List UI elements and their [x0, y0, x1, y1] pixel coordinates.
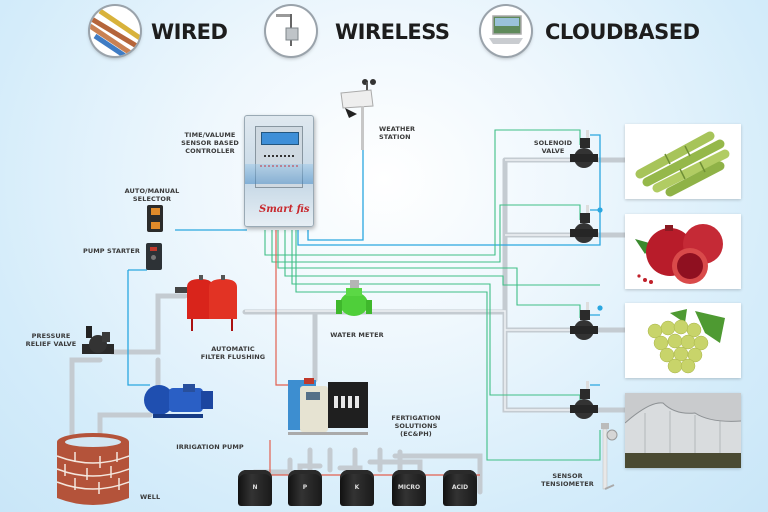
wireless-antenna-icon	[276, 14, 299, 46]
well-icon	[55, 432, 131, 506]
junction-dot	[597, 305, 603, 311]
signal-lines	[264, 129, 601, 461]
label-line: AUTOMATIC	[211, 345, 255, 353]
mode-label-wired: WIRED	[151, 20, 228, 44]
crop-greenhouse-image	[625, 393, 741, 468]
wireless-mode-icon	[266, 6, 316, 56]
label-line: VALVE	[541, 147, 565, 155]
controller-brand: Smart fis	[259, 204, 310, 215]
controller-unit[interactable]: Smart fis	[244, 115, 314, 227]
label-line: TENSIOMETER	[541, 480, 594, 488]
pressure-relief-valve-icon[interactable]	[80, 326, 116, 360]
tank-p[interactable]: P	[288, 470, 322, 506]
label-line: CONTROLLER	[185, 147, 235, 155]
solenoid-valve-4-icon[interactable]	[568, 381, 600, 421]
controller-label: TIME/VALUME SENSOR BASED CONTROLLER	[175, 131, 245, 155]
cloudbased-mode-icon	[481, 6, 531, 56]
weather-station-label: WEATHER STATION	[379, 125, 415, 141]
tank-n[interactable]: N	[238, 470, 272, 506]
pump-starter-label: PUMP STARTER	[83, 247, 140, 255]
label-line: RELIEF VALVE	[25, 340, 77, 348]
crop-pomegranate-image	[625, 214, 741, 289]
label-line: STATION	[379, 133, 411, 141]
water-meter-icon[interactable]	[336, 280, 372, 318]
label-line: PRESSURE	[31, 332, 71, 340]
weather-station-icon	[335, 78, 380, 150]
label-line: FERTIGATION	[391, 414, 441, 422]
solenoid-valve-label: SOLENOID VALVE	[533, 139, 573, 155]
cable-wires-icon	[90, 8, 140, 56]
lcd-screen	[261, 132, 299, 145]
tensiometer-label: SENSOR TENSIOMETER	[535, 472, 600, 488]
pump-starter-device[interactable]	[146, 243, 162, 270]
fertigation-label: FERTIGATION SOLUTIONS (EC&pH)	[386, 414, 446, 438]
wired-mode-icon	[90, 6, 140, 56]
irrigation-pump-icon[interactable]	[143, 380, 218, 420]
keypad	[264, 155, 294, 159]
filter-flushing-icon	[175, 275, 255, 333]
label-line: SENSOR	[552, 472, 583, 480]
tank-acid[interactable]: ACID	[443, 470, 477, 506]
tank-label: MICRO	[397, 484, 421, 491]
tank-label: P	[302, 484, 308, 491]
tank-k[interactable]: K	[340, 470, 374, 506]
solenoid-valve-2-icon[interactable]	[568, 205, 600, 245]
tank-label: ACID	[451, 484, 469, 491]
tank-micro[interactable]: MICRO	[392, 470, 426, 506]
crop-sugarcane-image	[625, 124, 741, 199]
tensiometer-icon[interactable]	[596, 423, 618, 495]
label-line: FILTER FLUSHING	[200, 353, 266, 361]
label-line: SELECTOR	[132, 195, 172, 203]
junction-dot	[597, 207, 603, 213]
water-meter-label: WATER METER	[330, 331, 384, 339]
water-pipes-highlight	[245, 159, 590, 411]
pressure-relief-valve-label: PRESSURE RELIEF VALVE	[22, 332, 80, 348]
crop-grapes-image	[625, 303, 741, 378]
label-line: (EC&pH)	[400, 430, 432, 438]
power-lines	[127, 134, 601, 386]
fertigation-unit-icon[interactable]	[284, 376, 374, 442]
well-label: WELL	[140, 493, 161, 501]
filter-flushing-label: AUTOMATIC FILTER FLUSHING	[198, 345, 268, 361]
laptop-icon	[489, 15, 523, 44]
label-line: TIME/VALUME	[184, 131, 236, 139]
label-line: SENSOR BASED	[181, 139, 239, 147]
label-line: WEATHER	[379, 125, 416, 133]
mode-label-wireless: WIRELESS	[335, 20, 450, 44]
tank-label: K	[354, 484, 360, 491]
water-graphic	[245, 164, 313, 184]
label-line: SOLENOID	[533, 139, 573, 147]
solenoid-valve-1-icon[interactable]	[568, 130, 600, 170]
mode-label-cloudbased: CLOUDBASED	[545, 20, 700, 44]
auto-manual-selector-label: AUTO/MANUAL SELECTOR	[122, 187, 182, 203]
auto-manual-selector-device[interactable]	[147, 205, 163, 232]
solenoid-valve-3-icon[interactable]	[568, 302, 600, 342]
label-line: SOLUTIONS	[394, 422, 438, 430]
tank-label: N	[252, 484, 258, 491]
label-line: AUTO/MANUAL	[124, 187, 180, 195]
irrigation-pump-label: IRRIGATION PUMP	[176, 443, 244, 451]
